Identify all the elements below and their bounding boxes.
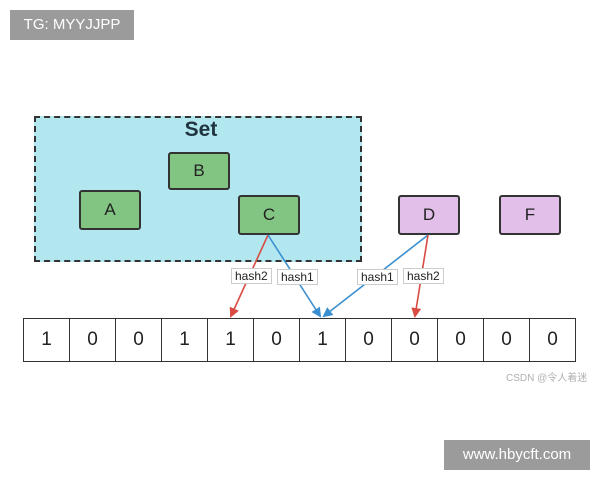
watermark-top: TG: MYYJJPP bbox=[10, 10, 134, 40]
node-a: A bbox=[79, 190, 141, 230]
hash-label-d-hash1: hash1 bbox=[357, 269, 398, 285]
bit-cell: 0 bbox=[345, 318, 392, 362]
bit-cell: 1 bbox=[207, 318, 254, 362]
bit-cell: 0 bbox=[437, 318, 484, 362]
hash-label-c-hash2: hash2 bbox=[231, 268, 272, 284]
bit-cell: 0 bbox=[391, 318, 438, 362]
node-b: B bbox=[168, 152, 230, 190]
bit-cell: 1 bbox=[299, 318, 346, 362]
set-title: Set bbox=[184, 118, 218, 141]
hash-label-d-hash2: hash2 bbox=[403, 268, 444, 284]
bit-cell: 0 bbox=[115, 318, 162, 362]
bit-cell: 1 bbox=[161, 318, 208, 362]
watermark-bottom: www.hbycft.com bbox=[444, 440, 590, 470]
credit-text: CSDN @令人着迷 bbox=[506, 373, 588, 384]
node-d: D bbox=[398, 195, 460, 235]
bit-cell: 0 bbox=[529, 318, 576, 362]
node-f: F bbox=[499, 195, 561, 235]
node-c: C bbox=[238, 195, 300, 235]
bit-cell: 0 bbox=[483, 318, 530, 362]
hash-label-c-hash1: hash1 bbox=[277, 269, 318, 285]
